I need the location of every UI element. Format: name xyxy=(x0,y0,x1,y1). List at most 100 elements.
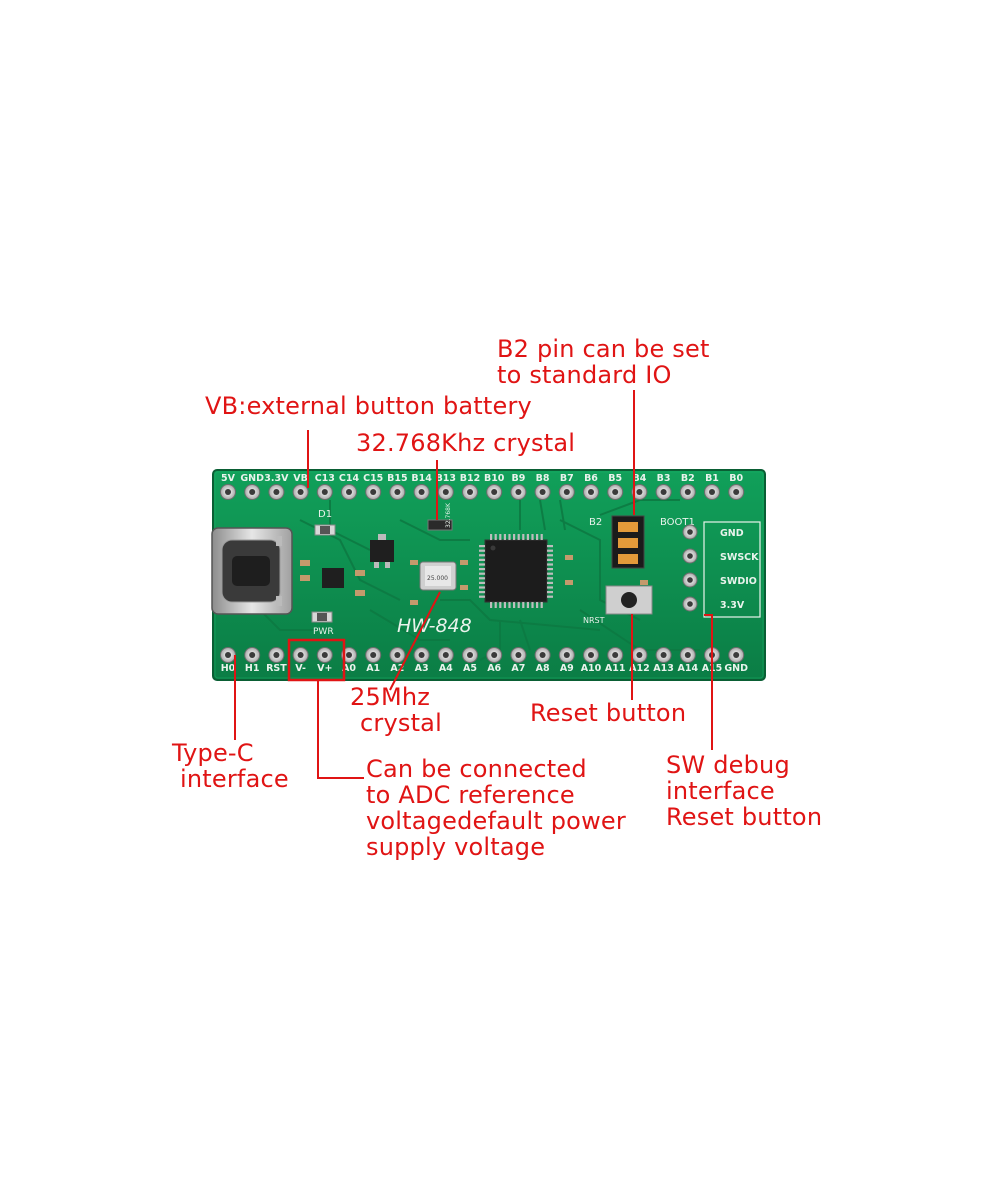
bottom-pin-label-a1: A1 xyxy=(366,663,380,674)
bottom-pin-hole xyxy=(539,652,546,658)
bottom-pin-hole xyxy=(225,652,231,658)
bottom-pin-label-v: V+ xyxy=(317,663,332,674)
bottom-pin-hole xyxy=(588,652,594,658)
top-pin-hole xyxy=(563,489,570,495)
top-pin-hole xyxy=(273,489,280,495)
top-pin-hole xyxy=(346,489,352,495)
top-pin-hole xyxy=(467,489,473,495)
bottom-pin-hole xyxy=(394,652,401,658)
bottom-pin-hole xyxy=(297,652,304,658)
bottom-pin-label-a11: A11 xyxy=(605,663,626,674)
boot-dip-switch xyxy=(611,515,645,569)
top-pin-label-b3: B3 xyxy=(657,473,671,484)
bottom-pin-hole xyxy=(515,652,522,658)
swd-hole xyxy=(687,577,693,583)
bottom-pin-label-a2: A2 xyxy=(390,663,404,674)
top-pin-hole xyxy=(225,489,231,495)
b2-silk-label: B2 xyxy=(589,517,602,528)
bottom-pin-hole xyxy=(491,652,498,658)
bottom-pin-hole xyxy=(612,652,619,658)
top-pin-label-b14: B14 xyxy=(411,473,432,484)
top-pin-hole xyxy=(733,489,740,495)
voltage-regulator xyxy=(370,534,394,568)
swd-header-outline xyxy=(703,521,761,618)
top-pin-label-b9: B9 xyxy=(511,473,525,484)
boot1-silk-label: BOOT1 xyxy=(660,517,695,528)
top-pin-label-gnd: GND xyxy=(240,473,264,484)
top-pin-label-b5: B5 xyxy=(608,473,622,484)
top-pin-hole xyxy=(297,489,304,495)
d1-silk-label: D1 xyxy=(318,509,332,520)
bottom-pin-hole xyxy=(346,652,352,658)
annotation-sw-debug: SW debug interface Reset button xyxy=(666,751,823,831)
bottom-pin-hole xyxy=(249,652,256,658)
top-pin-label-b10: B10 xyxy=(484,473,505,484)
crystal-32k xyxy=(427,519,453,531)
top-pin-hole xyxy=(539,489,546,495)
top-pin-hole xyxy=(249,489,256,495)
bottom-pin-label-a3: A3 xyxy=(415,663,429,674)
top-pin-hole xyxy=(394,489,401,495)
top-pin-label-b12: B12 xyxy=(460,473,480,484)
bottom-pin-hole xyxy=(442,652,449,658)
top-pin-label-c15: C15 xyxy=(363,473,383,484)
bottom-pin-label-a7: A7 xyxy=(511,663,525,674)
bottom-pin-label-a5: A5 xyxy=(463,663,477,674)
top-pin-hole xyxy=(709,489,715,495)
top-pin-label-b8: B8 xyxy=(536,473,550,484)
annotation-b2-pin: B2 pin can be set to standard IO xyxy=(497,335,710,389)
top-pin-hole xyxy=(491,489,498,495)
bottom-pin-label-v: V- xyxy=(295,663,306,674)
top-pin-label-b0: B0 xyxy=(729,473,743,484)
top-pin-hole xyxy=(370,489,377,495)
top-pin-hole xyxy=(321,489,328,495)
pwr-silk-label: PWR xyxy=(313,627,334,637)
bottom-pin-label-h0: H0 xyxy=(221,663,236,674)
top-pin-label-b1: B1 xyxy=(705,473,719,484)
leader-swd xyxy=(704,614,713,750)
leader-25m xyxy=(389,591,441,691)
top-pin-hole xyxy=(660,489,667,495)
top-pin-label-5v: 5V xyxy=(221,473,236,484)
swd-hole xyxy=(687,601,693,607)
annotation-type-c: Type-C interface xyxy=(172,739,289,793)
top-pin-hole xyxy=(636,489,643,495)
bottom-pin-label-a6: A6 xyxy=(487,663,501,674)
top-pin-hole xyxy=(612,489,619,495)
nrst-silk-label: NRST xyxy=(583,616,605,625)
pwr-led xyxy=(311,611,333,623)
bottom-pin-hole xyxy=(563,652,570,658)
swd-label-33v: 3.3V xyxy=(720,600,745,611)
bottom-pin-hole xyxy=(636,652,643,658)
top-pin-label-vb: VB xyxy=(293,473,308,484)
swd-label-swdio: SWDIO xyxy=(720,576,757,587)
bottom-pin-hole xyxy=(684,652,691,658)
bottom-pin-hole xyxy=(273,652,280,658)
bottom-pin-label-a9: A9 xyxy=(560,663,574,674)
top-pin-label-b2: B2 xyxy=(681,473,695,484)
crystal-32k-marking: 32.768K xyxy=(445,502,452,528)
top-pin-label-c14: C14 xyxy=(339,473,360,484)
bottom-pin-hole xyxy=(321,652,328,658)
usb-c-connector xyxy=(211,527,293,615)
annotation-25m-crystal: 25Mhz crystal xyxy=(350,683,442,737)
top-pin-label-b6: B6 xyxy=(584,473,598,484)
bottom-pin-hole xyxy=(467,652,473,658)
swd-label-gnd: GND xyxy=(720,528,744,539)
top-pin-label-b15: B15 xyxy=(387,473,407,484)
top-pin-label-b7: B7 xyxy=(560,473,574,484)
bottom-pin-label-a14: A14 xyxy=(678,663,699,674)
top-pin-hole xyxy=(442,489,449,495)
annotation-32k-crystal: 32.768Khz crystal xyxy=(356,429,576,457)
top-pin-hole xyxy=(418,489,425,495)
top-pin-hole xyxy=(515,489,522,495)
bottom-pin-label-a13: A13 xyxy=(653,663,674,674)
bottom-pin-hole xyxy=(660,652,667,658)
annotation-reset-button: Reset button xyxy=(530,699,687,727)
bottom-pin-label-a0: A0 xyxy=(342,663,356,674)
bottom-pin-label-a10: A10 xyxy=(581,663,602,674)
mcu-chip xyxy=(479,534,553,608)
